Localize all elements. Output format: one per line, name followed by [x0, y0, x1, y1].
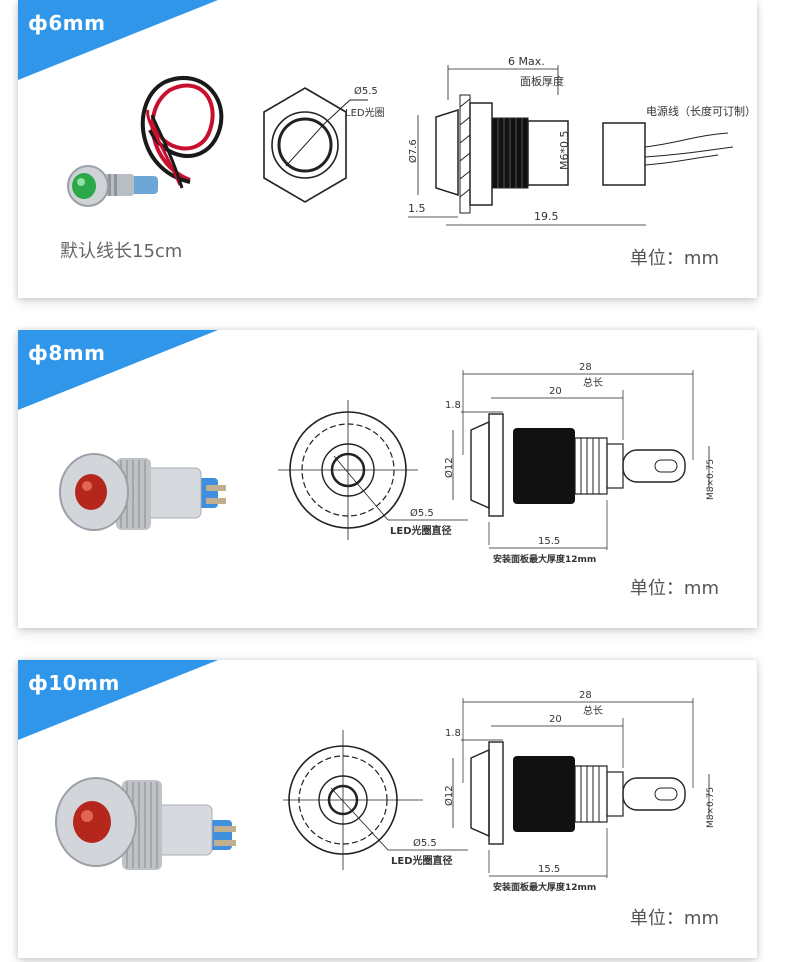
wire-label: 电源线（长度可订制） [646, 104, 756, 118]
body-dia-label: Ø7.6 [407, 139, 419, 163]
led-ring-dia-label: LED光圈直径 [391, 854, 453, 867]
led-ring-label: LED光圈 [345, 106, 385, 119]
product-photo-6mm [67, 75, 224, 207]
max-label: 6 Max. [508, 55, 545, 68]
flange-label: 1.8 [445, 728, 461, 739]
body-length-label: 20 [549, 386, 562, 397]
dia-label: Ø12 [443, 785, 455, 806]
body-length-label: 20 [549, 714, 562, 725]
front-view-drawing-8mm: Ø5.5 LED光圈直径 [278, 400, 468, 540]
led-ring-dia-label: LED光圈直径 [390, 524, 452, 537]
flange-label: 1.8 [445, 400, 461, 411]
panel-max-label: 安装面板最大厚度12mm [493, 881, 596, 893]
total-length-label: 28 [579, 362, 592, 373]
wire-length-caption: 默认线长15cm [60, 241, 183, 262]
front-view-drawing-6mm: Ø5.5 LED光圈 [263, 85, 385, 203]
length-label: 19.5 [534, 210, 559, 223]
thread-label: M8×0.75 [706, 459, 716, 500]
total-caption: 总长 [583, 704, 603, 717]
thread-length-label: 15.5 [538, 864, 560, 875]
size-label: ф10mm [28, 671, 120, 695]
side-view-drawing-6mm: 6 Max. 面板厚度 M6*0.5 电源线（长度可订制） Ø7.6 1.5 [407, 55, 756, 226]
unit-text: 单位：mm [629, 578, 719, 599]
spec-card-8mm: ф8mm Ø5.5 LED光圈直径 28 总长 20 1. [18, 330, 757, 628]
side-view-drawing-10mm: 28 总长 20 1.8 M8×0.75 Ø12 15.5 安装面板最大厚度12… [443, 690, 716, 893]
total-caption: 总长 [583, 376, 603, 389]
flange-label: 1.5 [408, 202, 426, 215]
unit-text: 单位：mm [629, 908, 719, 929]
led-dia-label: Ø5.5 [410, 507, 434, 519]
panel-thickness-label: 面板厚度 [520, 74, 564, 88]
led-dia-label: Ø5.5 [354, 85, 378, 97]
thread-label: M8×0.75 [706, 787, 716, 828]
front-view-drawing-10mm: Ø5.5 LED光圈直径 [283, 730, 468, 870]
spec-card-10mm: ф10mm Ø5.5 LED光圈直径 28 总长 20 1 [18, 660, 757, 958]
thread-length-label: 15.5 [538, 536, 560, 547]
unit-text: 单位：mm [629, 248, 719, 269]
led-dia-label: Ø5.5 [413, 837, 437, 849]
size-label: ф6mm [28, 11, 106, 35]
total-length-label: 28 [579, 690, 592, 701]
dia-label: Ø12 [443, 457, 455, 478]
side-view-drawing-8mm: 28 总长 20 1.8 M8×0.75 Ø12 15.5 安装面板最大厚度12… [443, 362, 716, 565]
size-label: ф8mm [28, 341, 106, 365]
product-photo-8mm [59, 453, 226, 531]
product-photo-10mm [55, 777, 236, 870]
panel-max-label: 安装面板最大厚度12mm [493, 553, 596, 565]
spec-card-6mm: ф6mm 默认线长15cm Ø5.5 LED光圈 6 Max. 面板厚度 [18, 0, 757, 298]
thread-label: M6*0.5 [558, 131, 571, 170]
